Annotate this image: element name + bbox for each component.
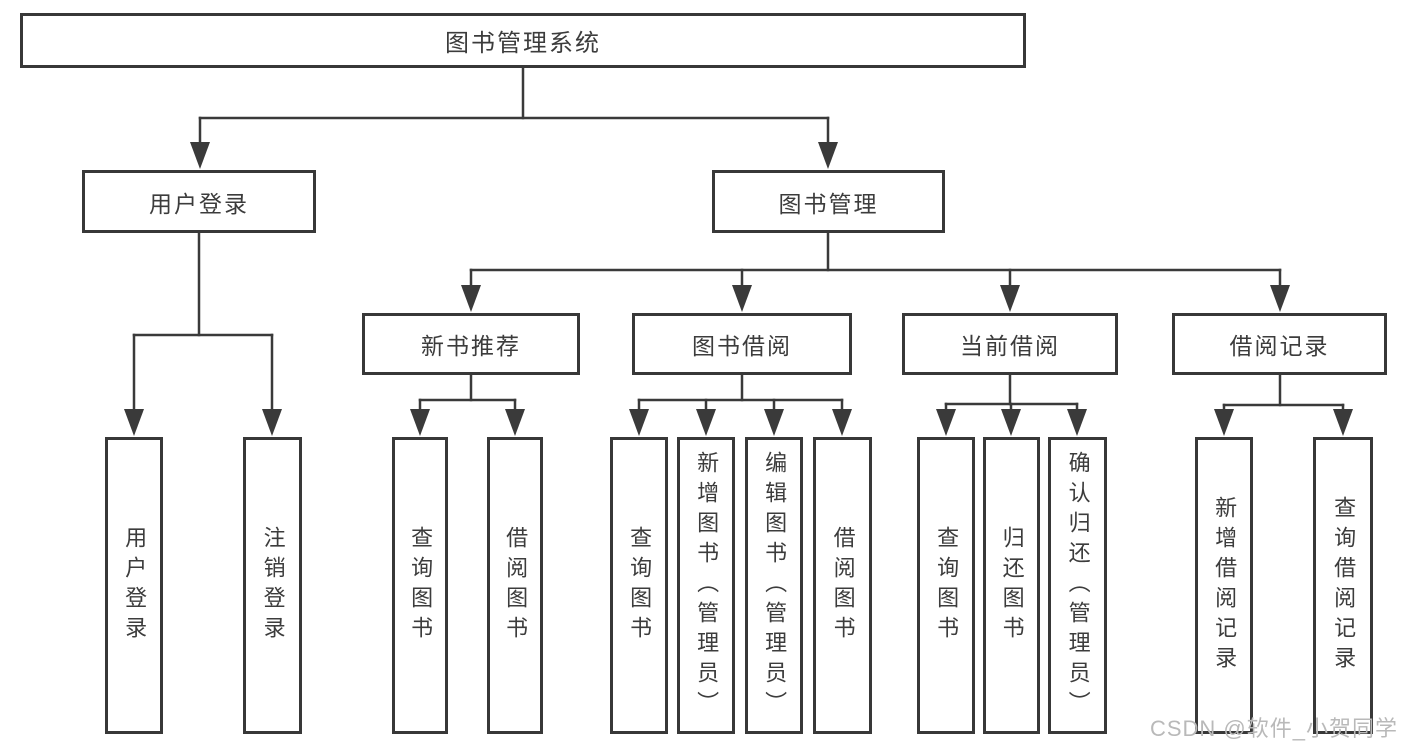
arrowhead-icon bbox=[1067, 409, 1087, 436]
node-branch-borrow-records: 借阅记录 bbox=[1172, 313, 1387, 375]
node-label: 图书借阅 bbox=[692, 333, 792, 359]
edge-book-management-to-level3 bbox=[461, 231, 1290, 312]
arrowhead-icon bbox=[732, 285, 752, 312]
node-branch-new-book-recommend: 新书推荐 bbox=[362, 313, 580, 375]
arrowhead-icon bbox=[1214, 409, 1234, 436]
edge-borrow-records-to-leaves bbox=[1214, 373, 1353, 436]
node-label: 查询图书 bbox=[627, 525, 653, 646]
arrowhead-icon bbox=[1001, 409, 1021, 436]
edge-current-borrow-to-leaves bbox=[936, 373, 1087, 436]
watermark-text: CSDN @软件_小贺同学 bbox=[1149, 716, 1398, 741]
node-label: 查询借阅记录 bbox=[1331, 495, 1357, 676]
node-leaf-add-borrow-record: 新增借阅记录 bbox=[1195, 437, 1253, 734]
node-leaf-query-book-borrow: 查询图书 bbox=[610, 437, 668, 734]
node-label: 借阅图书 bbox=[503, 525, 529, 646]
node-leaf-user-login: 用户登录 bbox=[105, 437, 163, 734]
node-label: 图书管理系统 bbox=[445, 30, 601, 57]
node-label: 图书管理 bbox=[778, 190, 879, 217]
arrowhead-icon bbox=[190, 142, 210, 169]
node-root: 图书管理系统 bbox=[20, 13, 1026, 68]
arrowhead-icon bbox=[124, 409, 144, 436]
arrowhead-icon bbox=[1000, 285, 1020, 312]
arrowhead-icon bbox=[262, 409, 282, 436]
node-leaf-query-borrow-record: 查询借阅记录 bbox=[1313, 437, 1373, 734]
node-branch-current-borrow: 当前借阅 bbox=[902, 313, 1118, 375]
arrowhead-icon bbox=[936, 409, 956, 436]
node-label: 用户登录 bbox=[149, 190, 249, 217]
node-leaf-borrow-book-recommend: 借阅图书 bbox=[487, 437, 543, 734]
node-label: 借阅图书 bbox=[830, 525, 856, 646]
node-leaf-query-book-current: 查询图书 bbox=[917, 437, 975, 734]
node-label: 查询图书 bbox=[408, 525, 434, 646]
node-leaf-query-book-recommend: 查询图书 bbox=[392, 437, 448, 734]
node-leaf-confirm-return-admin: 确认归还（管理员） bbox=[1048, 437, 1107, 734]
node-leaf-add-book-admin: 新增图书（管理员） bbox=[677, 437, 735, 734]
arrowhead-icon bbox=[818, 142, 838, 169]
edge-user-login-to-leaves bbox=[124, 231, 282, 436]
edge-root-to-level2 bbox=[190, 66, 838, 169]
node-label: 归还图书 bbox=[999, 525, 1025, 646]
node-label: 新书推荐 bbox=[421, 333, 521, 359]
node-label: 新增借阅记录 bbox=[1212, 495, 1238, 676]
arrowhead-icon bbox=[505, 409, 525, 436]
node-label: 当前借阅 bbox=[960, 333, 1060, 359]
node-leaf-borrow-book: 借阅图书 bbox=[813, 437, 872, 734]
arrowhead-icon bbox=[764, 409, 784, 436]
node-leaf-logout: 注销登录 bbox=[243, 437, 302, 734]
node-branch-book-management: 图书管理 bbox=[712, 170, 945, 233]
arrowhead-icon bbox=[629, 409, 649, 436]
node-label: 查询图书 bbox=[934, 525, 960, 646]
node-label: 注销登录 bbox=[260, 525, 286, 646]
arrowhead-icon bbox=[696, 409, 716, 436]
node-label: 新增图书（管理员） bbox=[694, 450, 720, 721]
arrowhead-icon bbox=[461, 285, 481, 312]
node-label: 借阅记录 bbox=[1229, 333, 1330, 359]
node-label: 编辑图书（管理员） bbox=[762, 450, 788, 721]
arrowhead-icon bbox=[1333, 409, 1353, 436]
node-label: 用户登录 bbox=[122, 525, 148, 646]
node-branch-user-login: 用户登录 bbox=[82, 170, 316, 233]
edge-book-borrow-to-leaves bbox=[629, 373, 852, 436]
arrowhead-icon bbox=[832, 409, 852, 436]
node-branch-book-borrow: 图书借阅 bbox=[632, 313, 852, 375]
node-label: 确认归还（管理员） bbox=[1065, 450, 1091, 721]
arrowhead-icon bbox=[410, 409, 430, 436]
node-leaf-edit-book-admin: 编辑图书（管理员） bbox=[745, 437, 803, 734]
arrowhead-icon bbox=[1270, 285, 1290, 312]
node-leaf-return-book: 归还图书 bbox=[983, 437, 1040, 734]
edge-new-book-recommend-to-leaves bbox=[410, 373, 525, 436]
